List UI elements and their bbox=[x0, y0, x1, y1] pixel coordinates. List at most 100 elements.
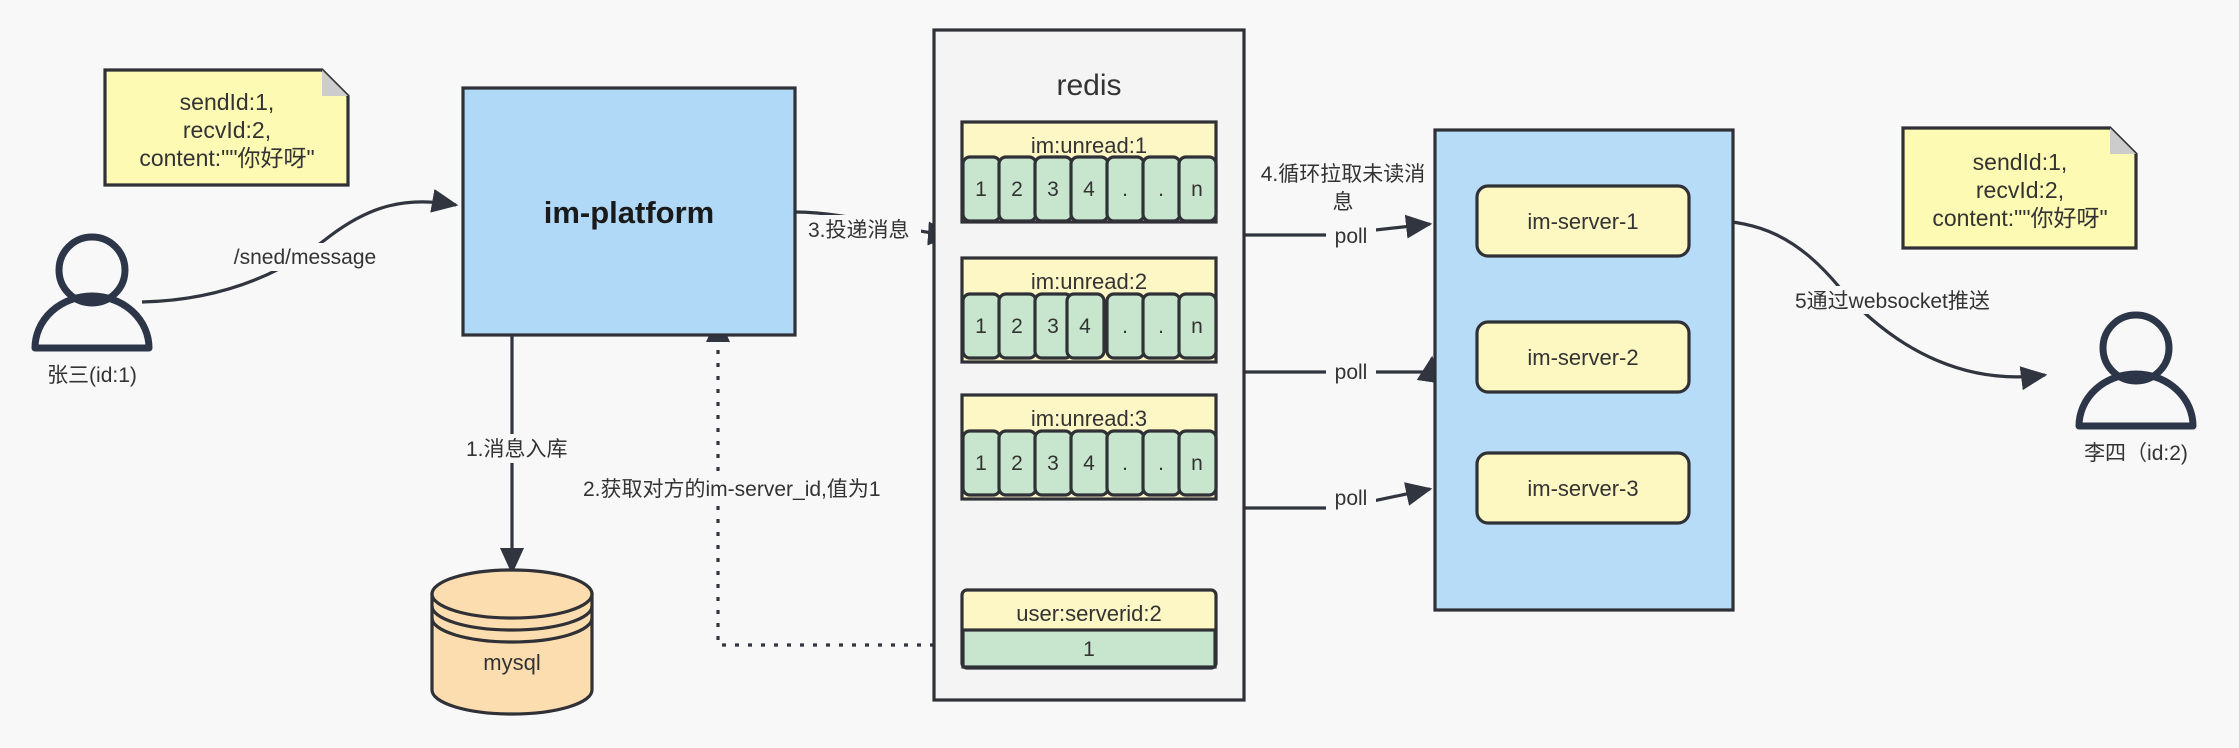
list-cell[interactable] bbox=[1177, 155, 1218, 223]
list-cell[interactable] bbox=[1065, 292, 1106, 360]
list-cell-text: . bbox=[1158, 452, 1164, 475]
note-left-line-1: sendId:1, bbox=[180, 89, 275, 115]
redis-list-3[interactable]: im:unread:3 1 2 3 4 . . n bbox=[960, 393, 1218, 501]
im-server-3-label: im-server-3 bbox=[1527, 476, 1638, 501]
im-server-1-label: im-server-1 bbox=[1527, 209, 1638, 234]
actor-receiver-label: 李四（id:2) bbox=[2084, 442, 2188, 465]
im-server-1-box[interactable]: im-server-1 bbox=[1475, 184, 1691, 258]
list-cell-text: . bbox=[1158, 178, 1164, 201]
im-server-2-box[interactable]: im-server-2 bbox=[1475, 320, 1691, 394]
mysql-label: mysql bbox=[483, 650, 540, 675]
actor-receiver: 李四（id:2) bbox=[2075, 311, 2197, 465]
note-left-line-2: recvId:2, bbox=[183, 117, 271, 143]
label-poll-3-text: poll bbox=[1335, 487, 1368, 510]
label-poll-2-text: poll bbox=[1335, 361, 1368, 384]
label-step4-line1: 4.循环拉取未读消 bbox=[1261, 163, 1426, 186]
list-cell-text: 1 bbox=[975, 178, 987, 201]
label-poll-1: poll bbox=[1326, 222, 1376, 248]
label-step5: 5通过websocket推送 bbox=[1792, 286, 1994, 314]
redis-list-3-cells: 1 2 3 4 . . n bbox=[961, 429, 1218, 497]
label-step2-text: 2.获取对方的im-server_id,值为1 bbox=[583, 478, 881, 501]
label-send-message-bg bbox=[230, 243, 380, 271]
note-left-line-3: content:""你好呀" bbox=[139, 145, 314, 171]
label-poll-1-bg bbox=[1326, 222, 1376, 248]
note-fold-icon bbox=[2110, 128, 2136, 154]
list-cell-text: 3 bbox=[1047, 178, 1059, 201]
im-server-1-rect[interactable] bbox=[1475, 184, 1691, 258]
redis-kv-box[interactable]: user:serverid:2 1 bbox=[960, 588, 1218, 670]
im-platform-rect[interactable] bbox=[461, 86, 797, 337]
person-body-icon bbox=[2075, 370, 2197, 430]
label-step3-bg bbox=[805, 215, 921, 244]
list-cell-text: n bbox=[1191, 315, 1203, 338]
list-cell-text: n bbox=[1191, 178, 1203, 201]
list-cell-text: 1 bbox=[975, 452, 987, 475]
label-step3-text: 3.投递消息 bbox=[808, 219, 910, 242]
edge-get-server-id bbox=[706, 315, 960, 647]
list-cell-text: 4 bbox=[1083, 452, 1095, 475]
label-poll-1-text: poll bbox=[1335, 225, 1368, 248]
note-left: sendId:1, recvId:2, content:""你好呀" bbox=[103, 68, 350, 187]
label-poll-3-bg bbox=[1326, 484, 1376, 510]
im-platform-label: im-platform bbox=[544, 195, 715, 230]
label-poll-3: poll bbox=[1326, 484, 1376, 510]
im-platform-box[interactable]: im-platform bbox=[461, 86, 797, 337]
list-cell-text: 2 bbox=[1011, 315, 1023, 338]
label-poll-2-bg bbox=[1326, 358, 1376, 384]
label-step1-bg bbox=[462, 434, 572, 463]
label-step5-text: 5通过websocket推送 bbox=[1795, 290, 1990, 313]
person-head-icon bbox=[55, 233, 129, 307]
person-body-icon bbox=[31, 292, 153, 352]
mysql-ring-2 bbox=[430, 617, 594, 644]
list-cell[interactable] bbox=[1177, 429, 1218, 497]
note-right: sendId:1, recvId:2, content:""你好呀" bbox=[1901, 126, 2138, 250]
list-cell-text: . bbox=[1158, 315, 1164, 338]
edge-send-message bbox=[141, 189, 459, 304]
label-step1-text: 1.消息入库 bbox=[466, 438, 568, 461]
label-poll-2: poll bbox=[1326, 358, 1376, 384]
list-cell[interactable] bbox=[1177, 292, 1218, 360]
im-server-2-label: im-server-2 bbox=[1527, 345, 1638, 370]
label-step4-line2: 息 bbox=[1333, 191, 1354, 214]
list-cell-text: . bbox=[1122, 452, 1128, 475]
note-right-line-1: sendId:1, bbox=[1973, 149, 2068, 175]
mysql-database[interactable]: mysql bbox=[430, 568, 594, 716]
redis-list-2[interactable]: im:unread:2 1 2 3 4 . . n bbox=[960, 256, 1218, 364]
label-step2-bg bbox=[580, 473, 870, 502]
actor-sender-label: 张三(id:1) bbox=[47, 364, 137, 387]
list-cell-text: . bbox=[1122, 315, 1128, 338]
list-cell-text: 1 bbox=[975, 315, 987, 338]
actor-sender: 张三(id:1) bbox=[31, 233, 153, 387]
note-fold-icon bbox=[322, 70, 348, 96]
redis-list-1-cells: 1 2 3 4 . . n bbox=[961, 155, 1218, 223]
note-right-line-3: content:""你好呀" bbox=[1932, 205, 2107, 231]
list-cell-text: . bbox=[1122, 178, 1128, 201]
label-step2: 2.获取对方的im-server_id,值为1 bbox=[580, 473, 881, 502]
label-send-message: /sned/message bbox=[230, 243, 380, 271]
redis-kv-value: 1 bbox=[1083, 638, 1095, 661]
redis-list-1[interactable]: im:unread:1 1 2 3 4 . . n bbox=[960, 120, 1218, 224]
redis-list-2-cells: 1 2 3 4 . . n bbox=[961, 292, 1218, 360]
redis-kv-value-cell[interactable] bbox=[961, 628, 1217, 669]
list-cell-text: 4 bbox=[1079, 315, 1091, 338]
label-step4: 4.循环拉取未读消 息 bbox=[1261, 163, 1426, 214]
redis-list-2-key: im:unread:2 bbox=[1031, 269, 1147, 294]
im-server-2-rect[interactable] bbox=[1475, 320, 1691, 394]
list-cell-text: 2 bbox=[1011, 178, 1023, 201]
label-step1: 1.消息入库 bbox=[462, 434, 572, 463]
im-server-3-rect[interactable] bbox=[1475, 451, 1691, 525]
list-cell-text: 3 bbox=[1047, 452, 1059, 475]
redis-list-1-key: im:unread:1 bbox=[1031, 133, 1147, 158]
person-head-icon bbox=[2099, 311, 2173, 385]
list-cell-text: 3 bbox=[1047, 315, 1059, 338]
list-cell-text: 4 bbox=[1083, 178, 1095, 201]
im-server-3-box[interactable]: im-server-3 bbox=[1475, 451, 1691, 525]
label-send-message-text: /sned/message bbox=[234, 246, 376, 269]
mysql-body[interactable] bbox=[430, 592, 594, 716]
label-step3: 3.投递消息 bbox=[805, 215, 921, 244]
list-cell-text: 2 bbox=[1011, 452, 1023, 475]
list-cell-text: n bbox=[1191, 452, 1203, 475]
note-right-line-2: recvId:2, bbox=[1976, 177, 2064, 203]
im-server-group: im-server-1 im-server-2 im-server-3 bbox=[1433, 128, 1735, 612]
